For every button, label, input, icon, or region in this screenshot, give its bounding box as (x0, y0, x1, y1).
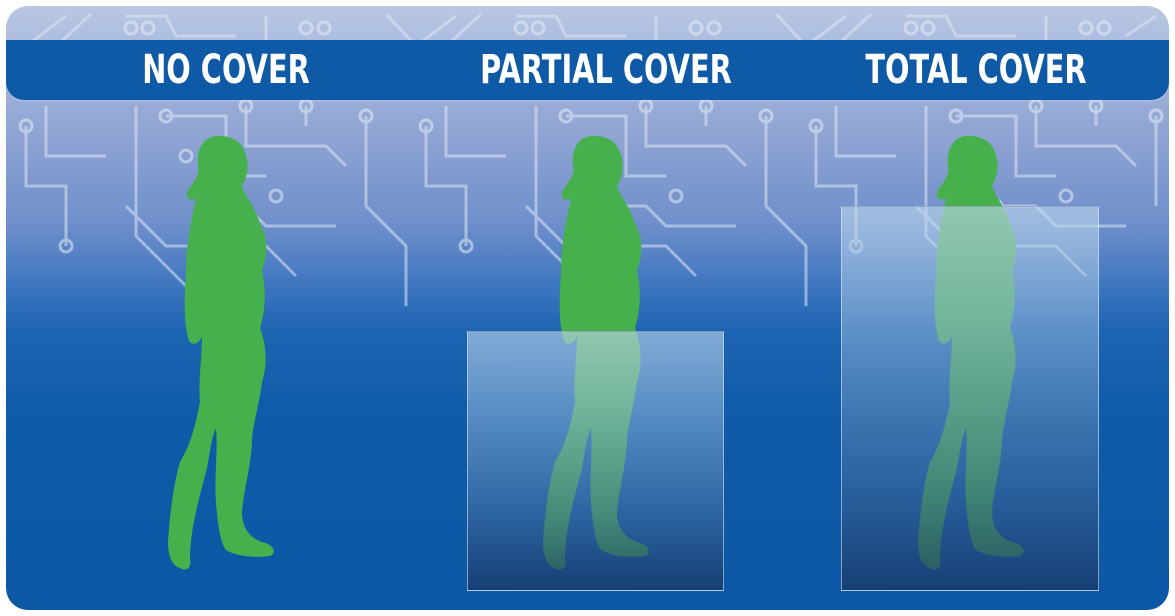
cover-diagram-card: NO COVER PARTIAL COVER TOTAL COVER (6, 6, 1169, 610)
label-partial-cover: PARTIAL COVER (480, 47, 732, 93)
partial-cover-box (467, 331, 724, 591)
title-bar: NO COVER PARTIAL COVER TOTAL COVER (6, 40, 1169, 100)
label-no-cover: NO COVER (142, 47, 310, 93)
total-cover-box (841, 206, 1099, 591)
woman-silhouette-icon (168, 136, 274, 570)
label-total-cover: TOTAL COVER (865, 47, 1087, 93)
